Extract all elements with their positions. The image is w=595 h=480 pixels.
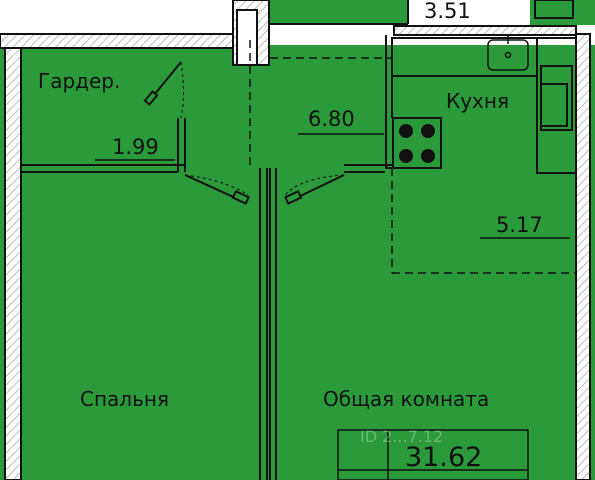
wardrobe-label: Гардер. [38,69,120,93]
dashed-boundaries [249,40,576,274]
kitchen-counter [385,35,577,174]
stove-icon [392,117,442,169]
bedroom-label: Спальня [80,387,169,411]
door-swings [143,61,345,205]
wardrobe-area-value: 1.99 [112,135,159,159]
total-area-box [337,429,529,480]
bathroom-area-value: 3.51 [424,0,471,23]
bathroom-walls [268,0,574,25]
hall-area-value: 6.80 [308,107,355,131]
kitchen-area-value: 5.17 [496,213,543,237]
sink-icon [487,34,529,71]
living-room-label: Общая комната [323,387,489,411]
kitchen-label: Кухня [446,89,509,113]
area-underlines [95,133,570,239]
interior-walls [22,118,392,480]
watermark-text: ID 2...7.12 [360,427,443,446]
total-area-value: 31.62 [405,442,482,473]
